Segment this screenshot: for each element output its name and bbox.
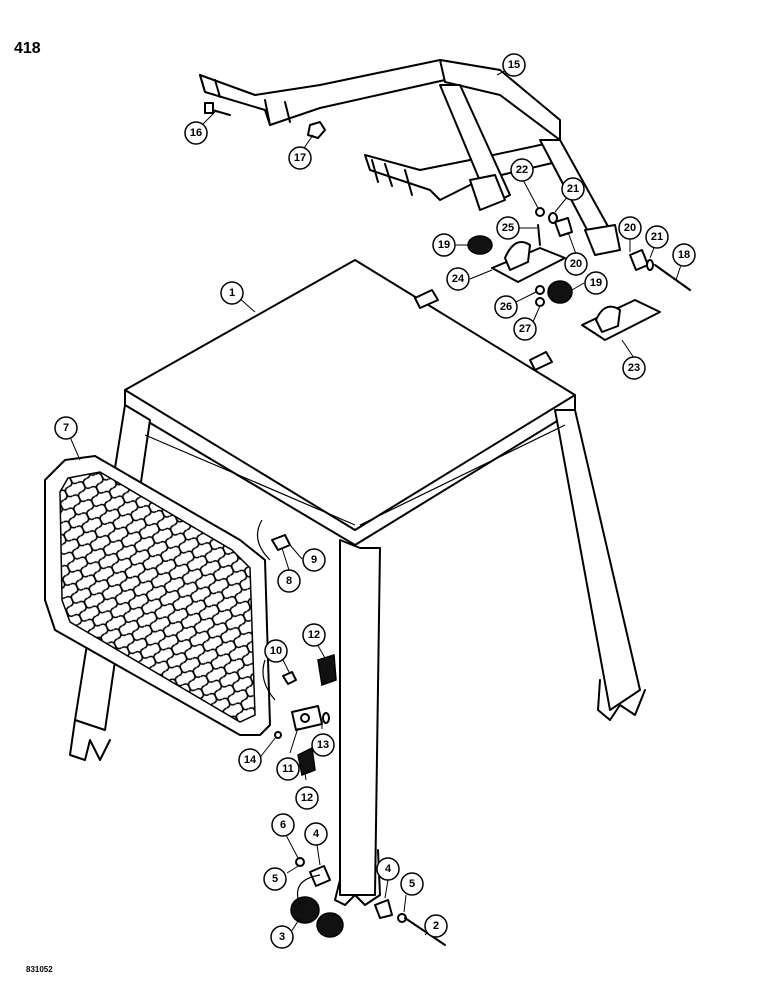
callout-14: 14: [238, 748, 262, 772]
callout-4b: 4: [376, 857, 400, 881]
svg-text:27: 27: [519, 323, 531, 335]
hardware: [204, 102, 691, 946]
callout-21b: 21: [645, 225, 669, 249]
callout-5b: 5: [400, 872, 424, 896]
callout-5a: 5: [263, 867, 287, 891]
svg-text:24: 24: [452, 273, 465, 285]
svg-text:8: 8: [286, 575, 292, 587]
svg-text:7: 7: [63, 422, 69, 434]
callout-16: 16: [184, 121, 208, 145]
svg-text:10: 10: [270, 645, 282, 657]
callout-25: 25: [496, 216, 520, 240]
callout-11: 11: [276, 757, 300, 781]
callout-15: 15: [502, 53, 526, 77]
svg-text:2: 2: [433, 920, 439, 932]
callout-26: 26: [494, 295, 518, 319]
svg-text:15: 15: [508, 59, 520, 71]
svg-text:20: 20: [624, 222, 636, 234]
svg-text:13: 13: [317, 739, 329, 751]
svg-text:12: 12: [301, 792, 313, 804]
svg-text:17: 17: [294, 152, 306, 164]
svg-text:26: 26: [500, 301, 512, 313]
callout-labels: 1 2 3 4 4 5 5 6 7 8 9 10 11 12 12 13 14 …: [54, 53, 696, 949]
callout-20a: 20: [618, 216, 642, 240]
svg-text:14: 14: [244, 754, 257, 766]
page-number: 418: [14, 40, 41, 57]
callout-22: 22: [510, 158, 534, 182]
svg-text:3: 3: [279, 931, 285, 943]
callout-23: 23: [622, 356, 646, 380]
svg-text:5: 5: [272, 873, 278, 885]
callout-27: 27: [513, 317, 537, 341]
svg-text:12: 12: [308, 629, 320, 641]
svg-text:23: 23: [628, 362, 640, 374]
callout-19b: 19: [584, 271, 608, 295]
svg-text:19: 19: [438, 239, 450, 251]
front-screen: [44, 455, 271, 736]
svg-text:19: 19: [590, 277, 602, 289]
svg-text:9: 9: [311, 554, 317, 566]
svg-text:21: 21: [651, 231, 663, 243]
callout-18: 18: [672, 243, 696, 267]
svg-text:20: 20: [570, 258, 582, 270]
callout-1: 1: [220, 281, 244, 305]
callout-7: 7: [54, 416, 78, 440]
svg-text:1: 1: [229, 287, 235, 299]
svg-text:21: 21: [567, 183, 579, 195]
callout-13: 13: [311, 733, 335, 757]
svg-text:11: 11: [282, 763, 294, 775]
callout-4a: 4: [304, 822, 328, 846]
svg-text:22: 22: [516, 164, 528, 176]
callout-9: 9: [302, 548, 326, 572]
callout-12b: 12: [295, 786, 319, 810]
svg-text:6: 6: [280, 819, 286, 831]
callout-6: 6: [271, 813, 295, 837]
callout-20b: 20: [564, 252, 588, 276]
callout-12a: 12: [302, 623, 326, 647]
callout-19a: 19: [432, 233, 456, 257]
svg-text:18: 18: [678, 249, 690, 261]
callout-10: 10: [264, 639, 288, 663]
svg-text:4: 4: [313, 828, 320, 840]
callout-3: 3: [270, 925, 294, 949]
svg-text:25: 25: [502, 222, 514, 234]
callout-2: 2: [424, 914, 448, 938]
callout-21a: 21: [561, 177, 585, 201]
svg-text:16: 16: [190, 127, 202, 139]
figure-code: 831052: [26, 965, 53, 974]
callout-8: 8: [277, 569, 301, 593]
callout-24: 24: [446, 267, 470, 291]
svg-text:4: 4: [385, 863, 392, 875]
callout-17: 17: [288, 146, 312, 170]
svg-text:5: 5: [409, 878, 415, 890]
